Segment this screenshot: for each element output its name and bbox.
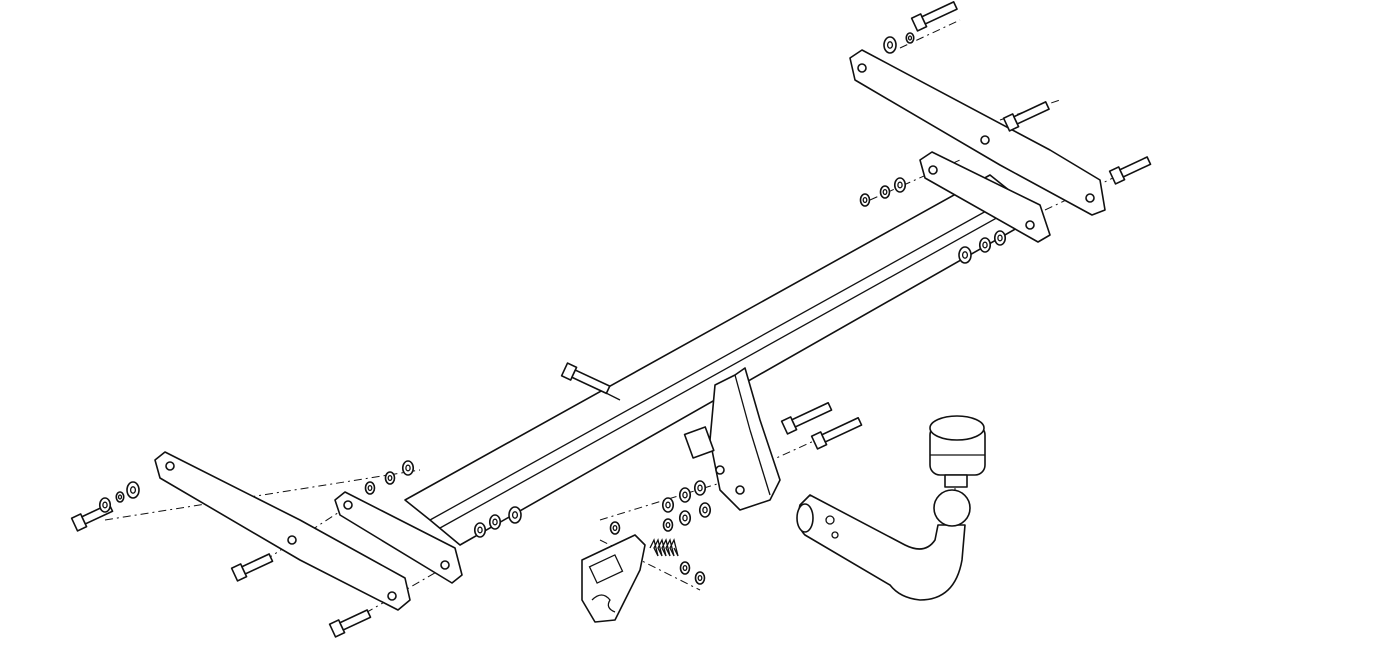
washer-icon [905, 32, 915, 44]
washer-icon [698, 502, 712, 518]
right-mounting-bracket [849, 49, 1106, 216]
main-cross-beam [404, 174, 1041, 546]
bolt-icon [910, 1, 958, 32]
bolt-icon [810, 416, 863, 450]
washer-icon [978, 237, 992, 253]
washers-and-nuts [98, 32, 1007, 585]
washer-icon [473, 522, 487, 538]
washer-icon [384, 471, 396, 485]
right-end-plate [919, 151, 1051, 243]
washer-icon [662, 518, 674, 532]
towing-ball-hitch [796, 415, 986, 601]
washer-icon [98, 497, 112, 513]
washer-icon [609, 521, 621, 535]
washer-icon [126, 481, 140, 499]
washer-icon [859, 193, 871, 207]
washer-icon [678, 487, 692, 503]
washer-icon [694, 571, 706, 585]
socket-bracket [581, 534, 646, 623]
spring-icon [649, 538, 679, 557]
bolt-icon [328, 609, 372, 638]
washer-icon [488, 514, 502, 530]
bolt-icon [1108, 156, 1152, 185]
bolt-icon [230, 553, 274, 582]
left-mounting-bracket [154, 451, 411, 611]
washer-icon [401, 460, 415, 476]
washer-icon [893, 177, 907, 193]
washer-icon [679, 561, 691, 575]
bolt-icon [780, 401, 833, 435]
center-ball-mount-bracket [683, 367, 781, 511]
left-end-plate [334, 491, 463, 584]
washer-icon [364, 481, 376, 495]
bolts [70, 1, 1152, 638]
washer-icon [883, 36, 897, 54]
washer-icon [115, 491, 125, 503]
washer-icon [879, 185, 891, 199]
bolt-icon [1002, 101, 1050, 132]
bolt-icon [560, 362, 611, 395]
washer-icon [693, 480, 707, 496]
washer-icon [678, 510, 692, 526]
washer-icon [508, 506, 522, 524]
washer-icon [958, 246, 972, 264]
washer-icon [993, 230, 1007, 246]
washer-icon [661, 497, 675, 513]
